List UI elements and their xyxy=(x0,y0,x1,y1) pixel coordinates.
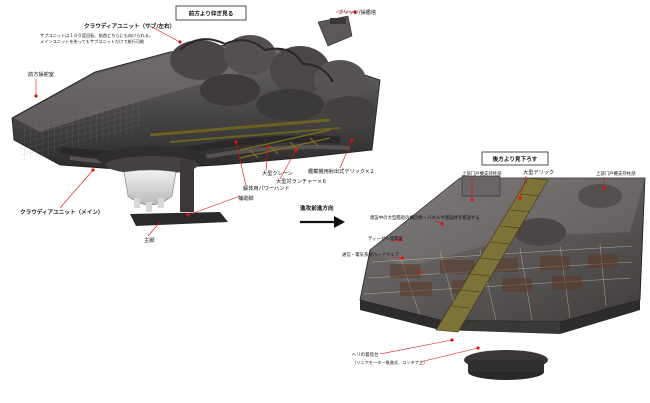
front-labels: ブリッジ/操艦塔 クラウディアユニット（サブ/左右） サブユニットは１８０度回転… xyxy=(20,8,377,244)
label-bridge: ブリッジ/操艦塔 xyxy=(338,8,377,16)
label-sub-unit: クラウディアユニット（サブ/左右） xyxy=(84,22,175,30)
engine-cluster xyxy=(170,35,376,124)
label-diesel-room: ディーゼル発電室 xyxy=(368,235,403,242)
label-linear-motor: （リニアモーター推進式、コンテナ上） xyxy=(352,359,427,366)
label-side-leg: 補助脚 xyxy=(238,194,254,202)
rear-view-title-box: 後方より見下ろす xyxy=(481,151,549,166)
label-crane: 大型クレーン xyxy=(262,169,293,177)
main-foot xyxy=(130,212,228,226)
label-mast: 主脚 xyxy=(144,236,154,244)
main-pod xyxy=(123,169,177,206)
label-catapult: 艦載機用射出式デリック×２ xyxy=(308,167,375,175)
label-large-derrick: 大型デリック xyxy=(523,168,554,176)
label-top-right: 上部门戸機支持柱部 xyxy=(596,170,636,177)
front-view-title: 前方より仰ぎ見る xyxy=(189,10,234,18)
label-launcher: 大型対ランチャー×６ xyxy=(276,177,327,185)
label-main-unit: クラウディアユニット（メイン） xyxy=(20,208,104,216)
arrow-label: 進攻前進方向 xyxy=(300,204,334,212)
front-view-title-box: 前方より仰ぎ見る xyxy=(175,5,247,21)
label-sub-note-2: メインユニットを失ってもサブユニットだけで航行可能 xyxy=(40,38,145,45)
large-derrick xyxy=(435,177,549,333)
label-heli-pad: ヘリの着陸台 xyxy=(352,351,379,358)
label-top-left: 上部门戸機支持柱部 xyxy=(462,170,502,177)
label-sub-note-1: サブユニットは１８０度回転、船首どちらにも向けられる。 xyxy=(40,32,153,39)
label-power-hand: 解体用パワーハンド xyxy=(243,184,290,192)
rear-labels: 大型デリック 上部门戸機支持柱部 上部门戸機支持柱部 建設中の大型艦船の構造物・… xyxy=(342,168,636,366)
label-panel-transport: 建設中の大型艦船の構造物・パネルや建設材を搬送する xyxy=(370,214,480,221)
label-front-bridge: 前方操舵室 xyxy=(28,70,54,78)
arrow-right-icon xyxy=(334,216,345,228)
front-ship-view xyxy=(11,10,381,226)
advance-direction: 進攻前進方向 xyxy=(300,204,345,228)
rear-view-title: 後方より見下ろす xyxy=(493,155,538,163)
rear-ship-view xyxy=(359,175,646,380)
label-comm-hardware: 通信・電気系統ハードウェア xyxy=(342,251,400,258)
